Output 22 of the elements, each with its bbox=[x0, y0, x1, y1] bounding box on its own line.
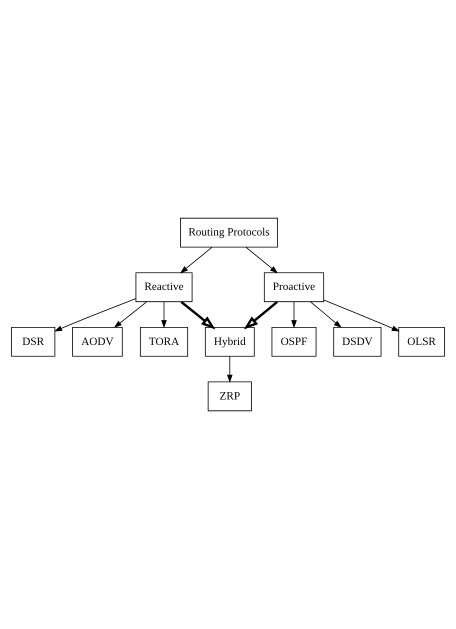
node-box: DSDV bbox=[333, 326, 382, 357]
node-box: TORA bbox=[140, 326, 188, 357]
arrow bbox=[291, 302, 297, 328]
arrow bbox=[227, 356, 233, 383]
arrow bbox=[180, 246, 212, 274]
arrow bbox=[323, 300, 400, 332]
node-box: OSPF bbox=[272, 326, 316, 357]
node-box: AODV bbox=[72, 326, 123, 357]
node-box: Hybrid bbox=[204, 326, 255, 357]
node-box: DSR bbox=[11, 326, 56, 357]
arrow bbox=[244, 301, 278, 330]
node-box: Proactive bbox=[264, 272, 324, 302]
arrow bbox=[310, 302, 342, 328]
node-box: Reactive bbox=[136, 272, 192, 302]
arrow bbox=[161, 302, 167, 328]
arrow bbox=[246, 246, 278, 274]
node-box: Routing Protocols bbox=[180, 218, 278, 248]
node-box: ZRP bbox=[208, 382, 252, 412]
arrow bbox=[114, 302, 147, 328]
arrow bbox=[54, 298, 136, 332]
arrow bbox=[180, 301, 216, 330]
node-box: OLSR bbox=[398, 326, 445, 357]
